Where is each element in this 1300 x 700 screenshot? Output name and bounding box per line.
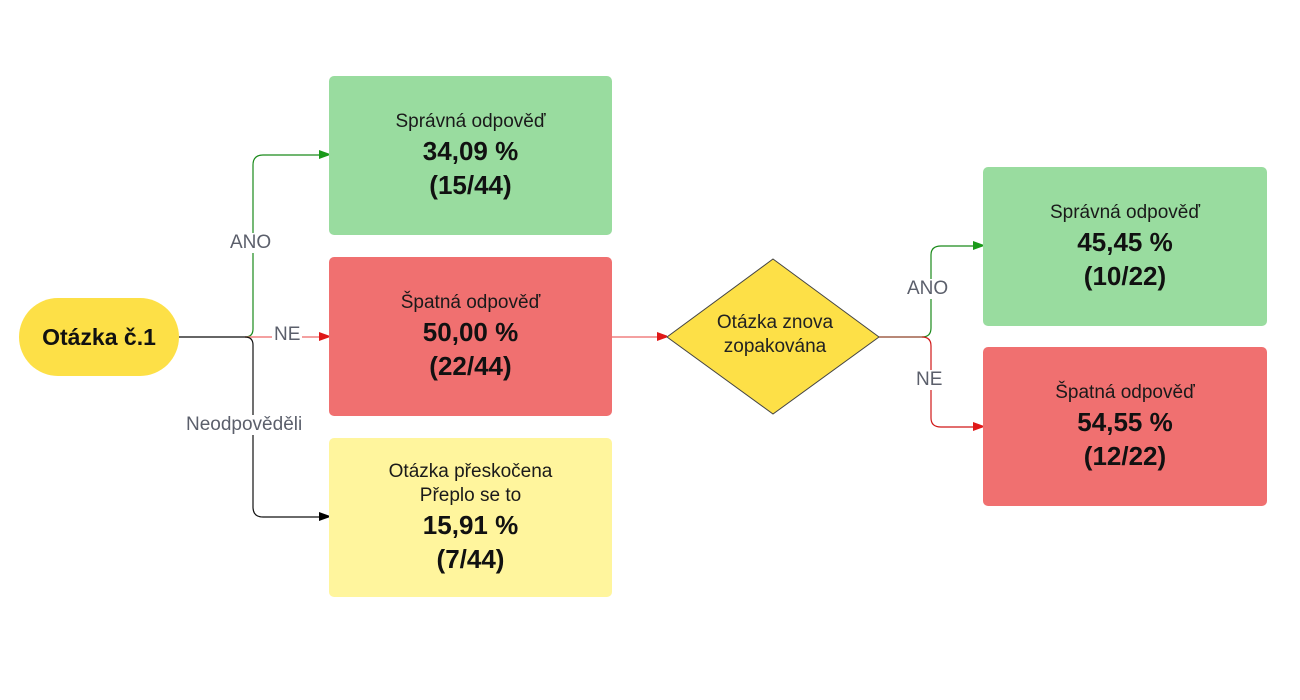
start-node: Otázka č.1 [19, 298, 179, 376]
edge-label-no: NE [272, 324, 303, 345]
correct-answer-box-1: Správná odpověď 34,09 % (15/44) [329, 76, 612, 235]
box-label-2: Přeplo se to [419, 484, 522, 506]
box-percent: 50,00 % [422, 316, 519, 347]
edge-label-yes2: ANO [905, 278, 951, 299]
box-label: Špatná odpověď [400, 291, 541, 313]
correct-answer-box-2: Správná odpověď 45,45 % (10/22) [983, 167, 1267, 326]
box-count: (10/22) [1083, 260, 1167, 291]
box-count: (12/22) [1083, 440, 1167, 471]
decision-label: Otázka znova zopakována [680, 305, 870, 365]
box-percent: 54,55 % [1077, 406, 1173, 437]
box-label-1: Otázka přeskočena [388, 460, 553, 482]
box-percent: 15,91 % [422, 509, 519, 540]
box-count: (7/44) [436, 543, 505, 574]
wrong-answer-box-2: Špatná odpověď 54,55 % (12/22) [983, 347, 1267, 506]
skipped-box: Otázka přeskočena Přeplo se to 15,91 % (… [329, 438, 612, 597]
box-label: Správná odpověď [395, 110, 546, 132]
box-percent: 34,09 % [422, 135, 519, 166]
decision-line-2: zopakována [723, 336, 827, 357]
decision-diamond [666, 258, 880, 415]
decision-line-1: Otázka znova [716, 312, 834, 333]
edge-label-yes: ANO [228, 232, 274, 253]
start-label: Otázka č.1 [42, 323, 156, 350]
wrong-answer-box-1: Špatná odpověď 50,00 % (22/44) [329, 257, 612, 416]
box-count: (15/44) [429, 169, 512, 200]
edge-label-no2: NE [914, 369, 945, 390]
box-count: (22/44) [429, 350, 512, 381]
box-label: Správná odpověď [1049, 201, 1201, 223]
edge-label-unanswered: Neodpověděli [184, 414, 305, 435]
box-label: Špatná odpověď [1055, 381, 1195, 403]
box-percent: 45,45 % [1077, 226, 1173, 257]
